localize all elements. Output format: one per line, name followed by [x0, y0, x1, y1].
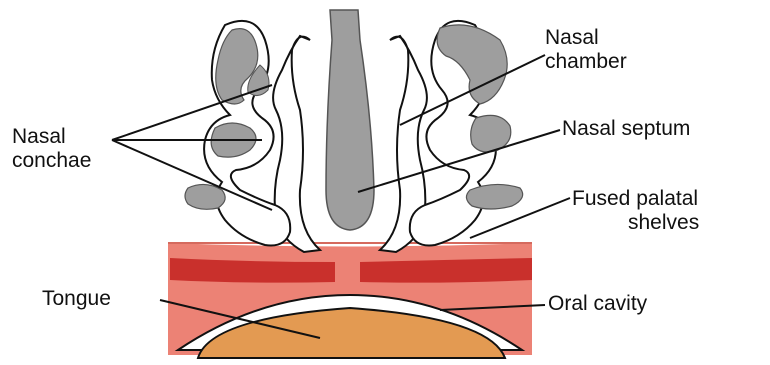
- label-nasal-conchae: Nasal conchae: [12, 125, 91, 173]
- label-nasal-chamber: Nasal chamber: [545, 26, 627, 74]
- right-bone-lower: [466, 184, 522, 209]
- label-nasal-chamber-line2: chamber: [545, 50, 627, 74]
- nasal-septum-shape: [326, 10, 374, 230]
- label-nasal-conchae-line2: conchae: [12, 149, 91, 173]
- label-fused-palatal-shelves-line1: Fused palatal: [572, 187, 699, 211]
- left-bone-lower: [185, 184, 225, 209]
- label-tongue: Tongue: [42, 287, 111, 311]
- label-nasal-septum: Nasal septum: [562, 117, 690, 141]
- label-nasal-chamber-line1: Nasal: [545, 26, 627, 50]
- label-nasal-conchae-line1: Nasal: [12, 125, 91, 149]
- palatal-band-right: [360, 258, 532, 283]
- label-oral-cavity: Oral cavity: [548, 292, 647, 316]
- label-fused-palatal-shelves: Fused palatal shelves: [572, 187, 699, 235]
- label-fused-palatal-shelves-line2: shelves: [572, 211, 699, 235]
